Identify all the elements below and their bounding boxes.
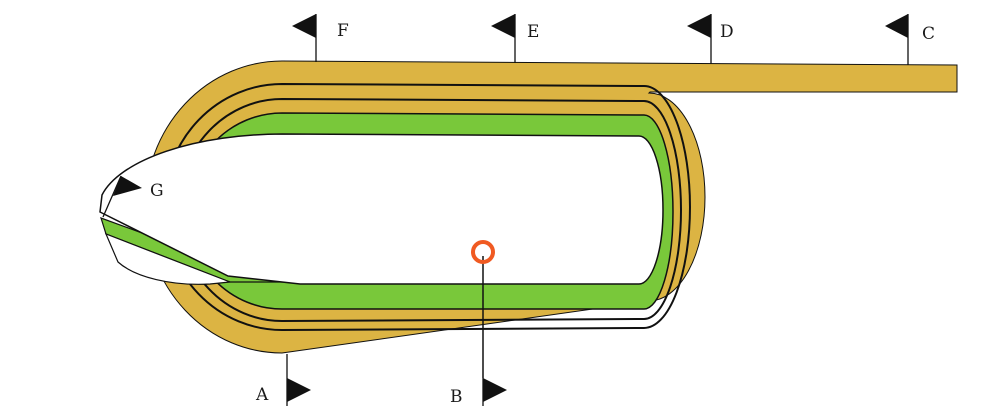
flag-c: C (885, 14, 935, 65)
flag-a-label: A (255, 385, 269, 405)
flag-d-label: D (720, 22, 734, 42)
flag-c-label: C (922, 24, 935, 44)
infield-notch (104, 232, 231, 285)
finish-post-marker (471, 240, 495, 264)
infield (99, 133, 664, 285)
flag-g-label: G (150, 181, 164, 201)
flag-e-label: E (527, 22, 539, 42)
flag-f: F (292, 14, 349, 62)
flag-g: G (102, 175, 164, 218)
flag-b-label: B (450, 387, 463, 407)
flag-f-label: F (337, 21, 349, 41)
flag-e: E (491, 14, 539, 63)
flag-d: D (687, 14, 734, 64)
flag-b: B (450, 378, 507, 407)
flag-a: A (255, 354, 311, 406)
rail-line-outer (163, 82, 691, 332)
